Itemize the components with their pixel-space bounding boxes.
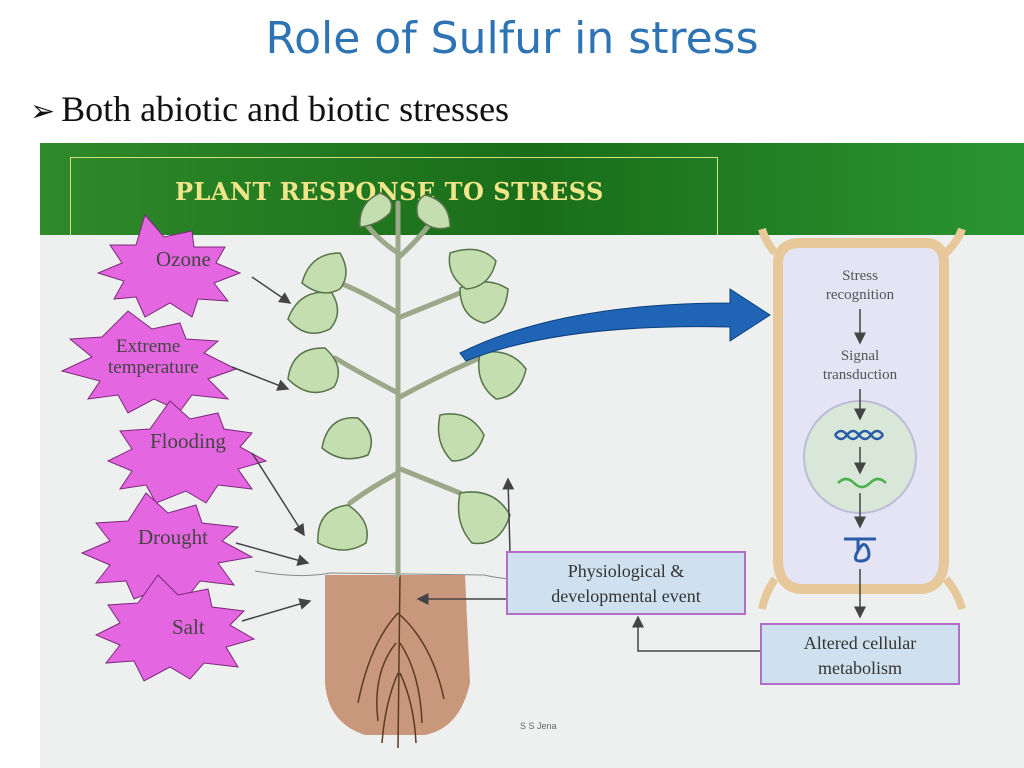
stress-label-salt: Salt — [172, 615, 205, 639]
bullet-item: ➢Both abiotic and biotic stresses — [30, 84, 509, 137]
leaf — [416, 194, 451, 230]
leaf — [359, 192, 393, 228]
leaf — [448, 248, 497, 290]
signal-transduction-label: Signal transduction — [800, 347, 920, 385]
stress-recognition-line-2: recognition — [825, 287, 895, 303]
diagram-graphics — [60, 192, 966, 749]
altered-line-1: Altered cellular — [803, 633, 917, 653]
bullet-text: Both abiotic and biotic stresses — [61, 89, 510, 129]
root-zone — [325, 575, 470, 735]
credit-text: S S Jena — [520, 721, 557, 731]
leaf — [321, 417, 373, 460]
stress-recognition-line-1: Stress — [842, 268, 878, 284]
stress-label-ozone: Ozone — [156, 247, 211, 271]
diagram-header-frame — [70, 157, 718, 236]
leaf — [287, 291, 339, 334]
physiological-line-2: developmental event — [551, 586, 701, 606]
altered-metabolism-box: Altered cellular metabolism — [760, 623, 960, 685]
stress-label-temperature: temperature — [108, 357, 199, 378]
signal-transduction-line-2: transduction — [822, 367, 898, 383]
slide-title: Role of Sulfur in stress — [265, 13, 759, 64]
stress-label-drought: Drought — [138, 525, 208, 549]
protein-icon — [844, 537, 876, 563]
signal-arrow — [459, 288, 771, 362]
leaf — [301, 252, 347, 294]
leaf — [437, 413, 485, 462]
ozone-star — [96, 213, 242, 318]
stress-diagram: PLANT RESPONSE TO STRESS — [40, 143, 1024, 768]
diagram-header-band — [40, 143, 1024, 235]
physiological-box: Physiological & developmental event — [506, 551, 746, 615]
leaf — [478, 351, 527, 400]
leaf — [287, 347, 340, 394]
physiological-line-1: Physiological & — [567, 561, 685, 581]
leaf — [457, 491, 511, 545]
leaf — [317, 504, 368, 551]
mrna-icon — [837, 477, 887, 489]
stress-label-extreme: Extreme — [116, 336, 181, 357]
stress-recognition-label: Stress recognition — [800, 267, 920, 305]
bullet-arrow-icon: ➢ — [30, 95, 56, 128]
salt-star — [94, 574, 256, 682]
stress-label-flooding: Flooding — [150, 429, 226, 453]
flooding-star — [106, 400, 268, 504]
altered-line-2: metabolism — [818, 658, 902, 678]
signal-transduction-line-1: Signal — [840, 348, 880, 364]
